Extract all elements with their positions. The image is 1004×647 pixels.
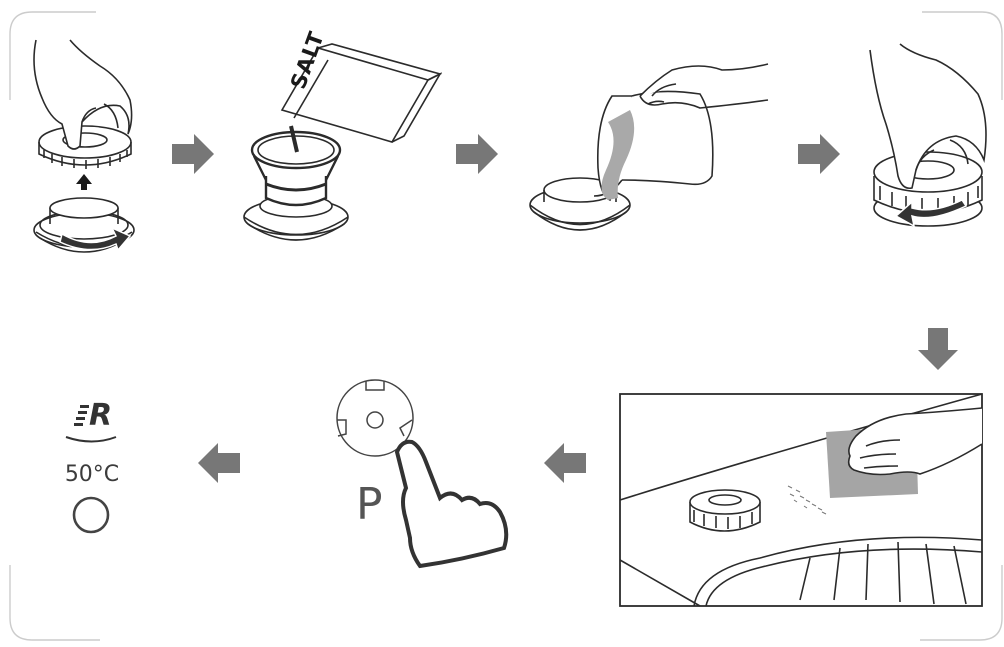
right-arrow-icon	[172, 134, 214, 174]
program-symbol-icon	[74, 405, 89, 426]
step-6-press-button	[337, 380, 506, 566]
program-symbol-letter: R	[89, 398, 112, 433]
cap-icon	[39, 126, 131, 169]
right-arrow-icon	[798, 134, 840, 174]
step-5-wipe	[620, 394, 982, 606]
step-arrows-row-2	[198, 443, 586, 483]
step-2-pour-salt	[244, 44, 440, 240]
cap-icon	[690, 490, 760, 531]
temperature-label: 50°C	[56, 462, 128, 487]
step-1-open-cap	[34, 40, 134, 252]
indicator-light-icon	[74, 498, 108, 532]
left-arrow-icon	[544, 443, 586, 483]
right-arrow-icon	[456, 134, 498, 174]
step-4-close-cap	[870, 44, 986, 226]
program-button-label: P	[356, 479, 383, 530]
down-arrow-icon	[918, 328, 958, 370]
up-arrow-icon	[76, 174, 92, 190]
program-underline	[66, 437, 116, 442]
finger-press-icon	[397, 442, 506, 566]
left-arrow-icon	[198, 443, 240, 483]
step-3-pour-water	[530, 64, 768, 230]
